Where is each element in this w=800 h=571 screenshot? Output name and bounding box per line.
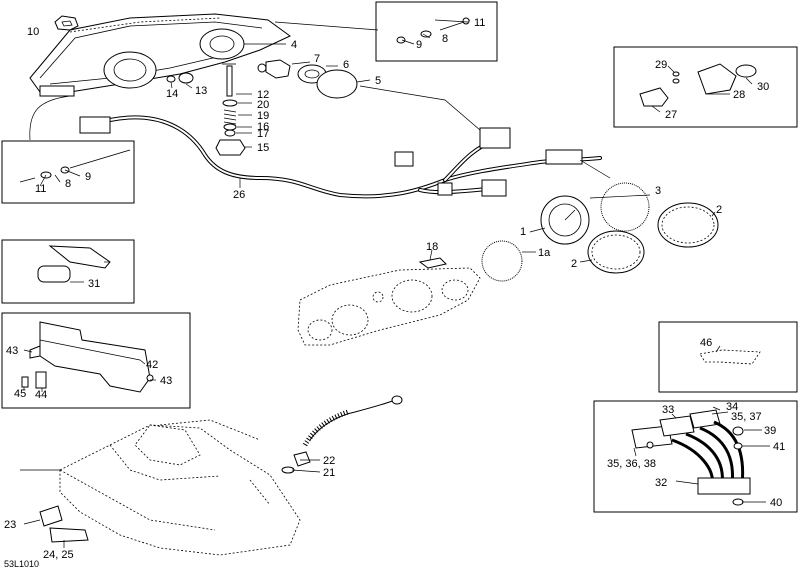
callout-11-left: 11 [35, 183, 46, 195]
gauge-cluster [297, 182, 719, 346]
callout-2-lower: 2 [571, 258, 577, 270]
callout-23: 23 [4, 519, 16, 531]
callout-4: 4 [291, 39, 297, 51]
callout-27: 27 [665, 109, 677, 121]
callout-39: 39 [764, 425, 776, 437]
detail-box-support [1, 312, 191, 409]
callout-32: 32 [655, 477, 667, 489]
detail-box-clip [658, 321, 798, 393]
callout-28: 28 [733, 89, 745, 101]
callout-45: 45 [14, 388, 26, 400]
callout-44: 44 [35, 389, 47, 401]
callout-3: 3 [655, 185, 661, 197]
wiring-harness [29, 95, 602, 199]
callout-43-left: 43 [6, 345, 18, 357]
callout-35-36-38: 35, 36, 38 [607, 458, 656, 470]
detail-box-taillight [613, 46, 798, 128]
leader-lines [23, 19, 770, 548]
callout-2-upper: 2 [716, 204, 722, 216]
callout-22: 22 [323, 455, 335, 467]
support-detail [21, 321, 154, 393]
hood-outline [20, 419, 301, 556]
detail-box-bracket [1, 239, 135, 304]
callout-19: 19 [257, 110, 269, 122]
detail-box-connectors [593, 400, 798, 513]
callout-40: 40 [770, 497, 782, 509]
callout-17: 17 [257, 128, 269, 140]
callout-7: 7 [314, 53, 320, 65]
callout-5: 5 [375, 75, 381, 87]
coiled-cord [281, 395, 403, 474]
callout-30: 30 [757, 81, 769, 93]
taillight-detail [639, 63, 757, 107]
callout-18: 18 [426, 241, 438, 253]
callout-42: 42 [146, 359, 158, 371]
detail-boxes [1, 1, 798, 513]
callout-41: 41 [773, 441, 785, 453]
callout-1a: 1a [538, 247, 551, 259]
clip-detail [699, 349, 761, 365]
callout-9-left: 9 [85, 171, 91, 183]
connectors-detail [631, 409, 751, 506]
screws-top-detail [396, 17, 471, 44]
callout-43-right: 43 [160, 375, 172, 387]
callout-16: 16 [257, 121, 269, 133]
callout-26: 26 [233, 189, 245, 201]
callout-35-37: 35, 37 [731, 411, 762, 423]
callout-6: 6 [343, 59, 349, 71]
callout-8-left: 8 [65, 178, 71, 190]
headlight-small-parts [54, 15, 358, 156]
callout-12: 12 [257, 89, 269, 101]
callout-labels: 10 4 7 6 5 13 14 12 20 19 16 17 15 26 11… [4, 17, 785, 569]
callout-29: 29 [655, 59, 667, 71]
headlight-assembly [29, 13, 291, 97]
callout-33: 33 [662, 404, 674, 416]
callout-14: 14 [166, 88, 178, 100]
callout-15: 15 [257, 142, 269, 154]
reference-code: 53L1010 [4, 559, 39, 569]
callout-31: 31 [88, 278, 100, 290]
callout-9-top: 9 [416, 39, 422, 51]
callout-20: 20 [257, 99, 269, 111]
callout-1: 1 [520, 226, 526, 238]
detail-box-screws-top [375, 1, 498, 62]
callout-21: 21 [323, 467, 335, 479]
callout-11-top: 11 [474, 17, 485, 29]
callout-34: 34 [726, 401, 738, 413]
detail-box-screws-left [1, 140, 135, 204]
screws-left-detail [19, 149, 131, 183]
callout-10: 10 [27, 26, 39, 38]
callout-46: 46 [700, 337, 712, 349]
callout-13: 13 [195, 85, 207, 97]
bracket-detail [37, 245, 111, 283]
callout-24-25: 24, 25 [43, 549, 74, 561]
callout-8-top: 8 [442, 33, 448, 45]
